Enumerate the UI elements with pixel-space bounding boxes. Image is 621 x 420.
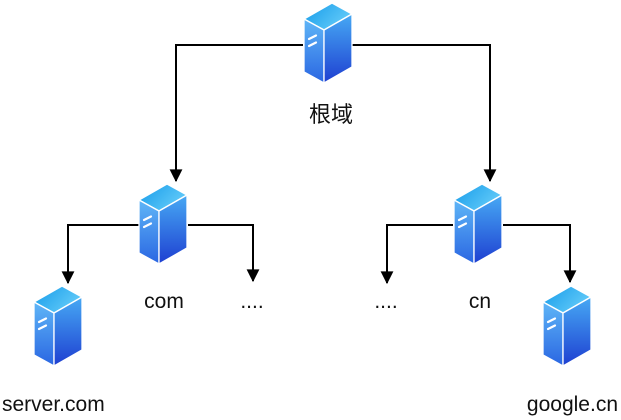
label-google-cn: google.cn xyxy=(526,393,618,416)
connector-root-to-com xyxy=(169,44,303,183)
server-icon-server-com xyxy=(32,284,84,370)
connector-com-to-servercom xyxy=(61,224,140,285)
server-icon-com xyxy=(137,182,189,268)
label-server-com: server.com xyxy=(2,393,105,416)
connector-com-to-others xyxy=(188,224,260,283)
label-com: com xyxy=(144,290,184,313)
server-icon-cn xyxy=(452,182,504,268)
label-dots-right: .... xyxy=(374,290,398,313)
connector-cn-to-others xyxy=(380,224,453,285)
label-root-domain: 根域 xyxy=(308,102,354,127)
label-cn: cn xyxy=(468,290,492,313)
server-icon-google-cn xyxy=(541,284,593,370)
connector-cn-to-googlecn xyxy=(503,224,577,284)
server-icon-root-domain xyxy=(302,1,354,87)
label-dots-left: .... xyxy=(240,290,264,313)
connector-root-to-cn xyxy=(352,44,497,183)
